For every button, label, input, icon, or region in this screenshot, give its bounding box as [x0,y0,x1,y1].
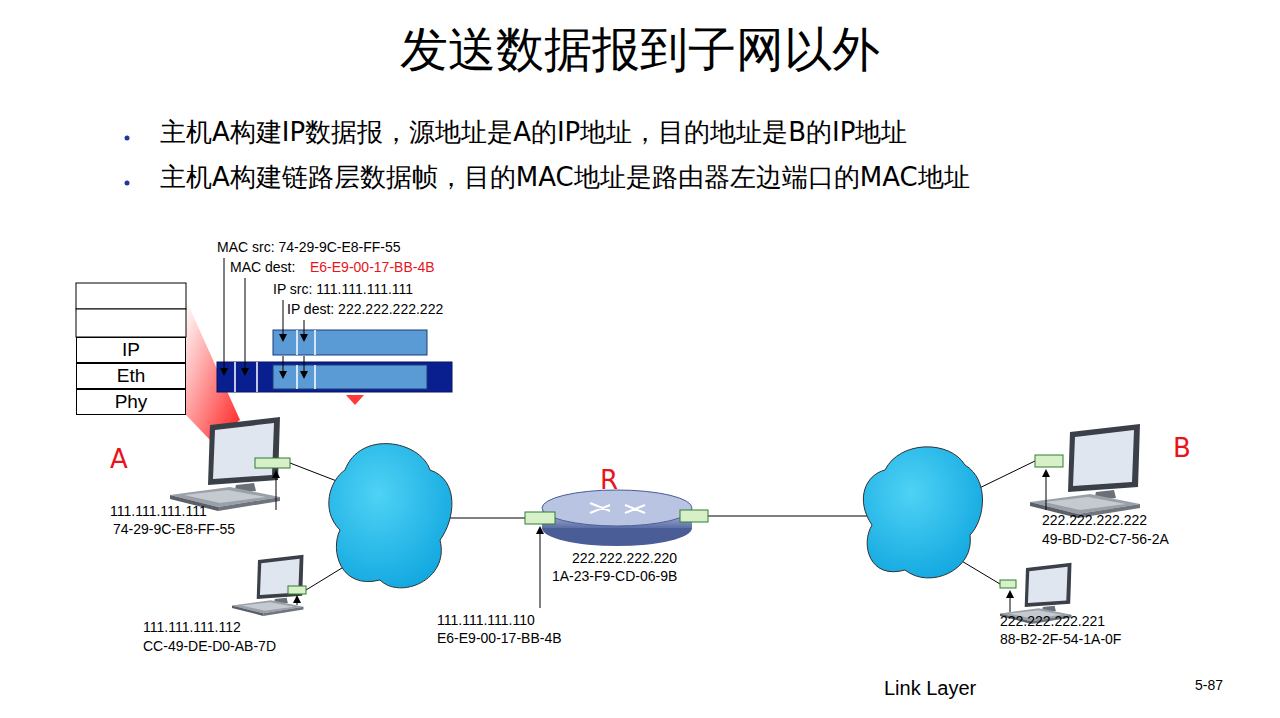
mac-address: 88-B2-2F-54-1A-0F [1000,631,1121,647]
mac-address: 1A-23-F9-CD-06-9B [552,568,677,584]
host-name: A [110,445,128,475]
ip-address: 222.222.222.222 [1042,512,1147,528]
header-label: MAC src: 74-29-9C-E8-FF-55 [217,239,401,255]
mac-address: E6-E9-00-17-BB-4B [310,259,435,275]
page-number: 5-87 [1195,677,1223,693]
router-name: R [600,466,618,496]
protocol-layer-box: IP [76,337,186,363]
header-label: IP src: 111.111.111.111 [273,281,413,297]
footer-text: Link Layer [884,677,976,700]
mac-address: CC-49-DE-D0-AB-7D [143,638,276,654]
ip-address: 111.111.111.111 [110,503,207,519]
mac-address: 49-BD-D2-C7-56-2A [1042,531,1169,547]
protocol-layer-box: Phy [76,389,186,415]
host-name: B [1173,434,1191,464]
ip-address: 111.111.111.112 [143,619,241,635]
ip-address: 222.222.222.220 [572,550,677,566]
bullet-text: 主机A构建IP数据报，源地址是A的IP地址，目的地址是B的IP地址 [160,118,907,148]
slide-title: 发送数据报到子网以外 [400,22,880,77]
header-label: IP dest: 222.222.222.222 [287,301,443,317]
ip-address: 222.222.222.221 [1000,613,1105,629]
header-label: MAC dest: [230,259,295,275]
layer-name: Eth [117,365,146,387]
mac-address: 74-29-9C-E8-FF-55 [113,521,235,537]
layer-name: IP [122,339,140,361]
layer-name: Phy [115,391,148,413]
ip-address: 111.111.111.110 [437,612,535,628]
mac-address: E6-E9-00-17-BB-4B [437,630,562,646]
protocol-layer-box: Eth [76,363,186,389]
bullet-text: 主机A构建链路层数据帧，目的MAC地址是路由器左边端口的MAC地址 [160,163,970,193]
